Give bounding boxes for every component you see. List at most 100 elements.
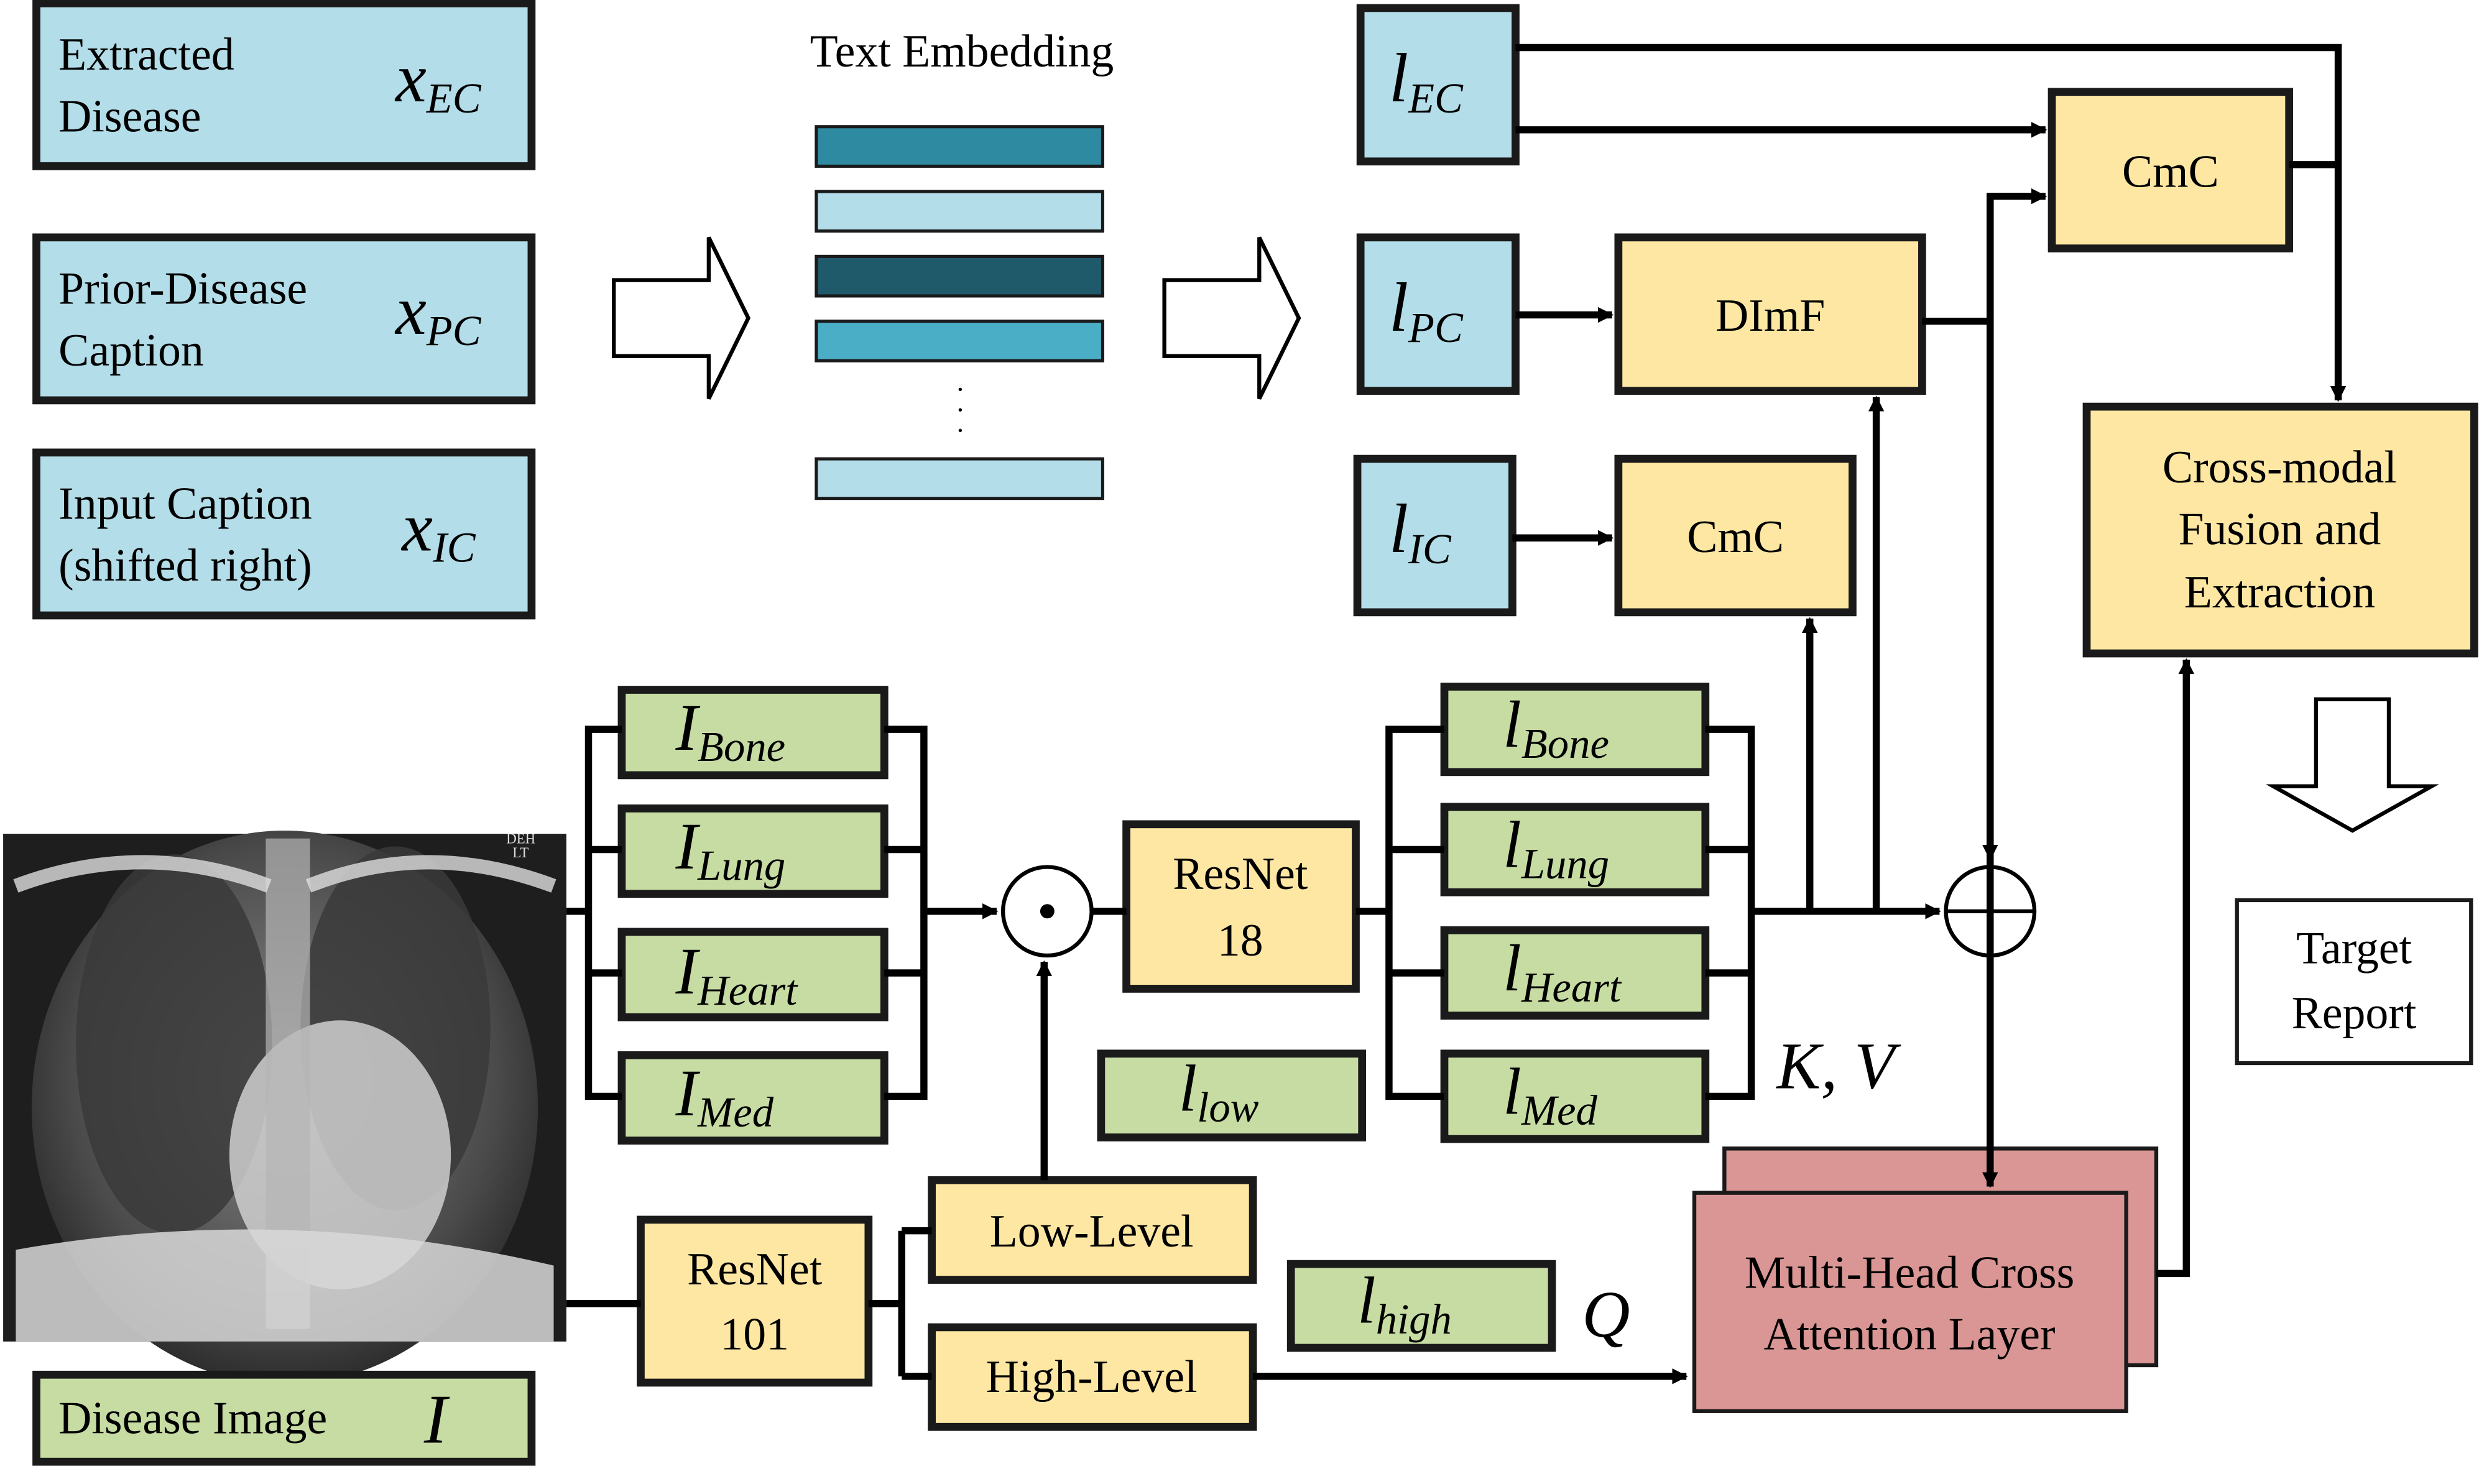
extracted-disease-line2: Disease [58, 90, 201, 141]
cmc-mid-rect [1614, 454, 1857, 617]
embedding-row-2 [815, 190, 1104, 233]
resnet101-rect [637, 1215, 873, 1387]
l-med-symbol: lMed [1503, 1055, 1597, 1134]
l-high-box: lhigh [1286, 1260, 1556, 1352]
low-level-label: Low-Level [990, 1205, 1194, 1256]
input-caption-rect [32, 448, 536, 620]
l-ec-rect [1356, 4, 1520, 166]
l-pc-rect [1356, 233, 1520, 395]
multi-head-attention-block: Multi-Head Cross Attention Layer [1692, 1146, 2159, 1413]
block-arrow-from-embedding [1162, 236, 1301, 400]
l-pc-box: lPC [1356, 233, 1520, 395]
edge-attention-to-cross-modal [2156, 658, 2195, 1278]
attention-line2: Attention Layer [1763, 1309, 2055, 1360]
xray-left-clavicle [13, 855, 272, 893]
prior-disease-line1: Prior-Disease [58, 263, 307, 314]
l-pc-symbol: lPC [1389, 269, 1464, 351]
l-high-symbol: lhigh [1357, 1264, 1452, 1343]
edge-lec-to-cross-modal [1515, 44, 2347, 402]
disease-image-rect [32, 1370, 536, 1466]
cmc-top-label: CmC [2122, 145, 2219, 196]
prior-disease-line2: Caption [58, 325, 204, 376]
region-feature-lung-rect [1440, 803, 1710, 896]
cmc-top-box: CmC [2047, 88, 2294, 253]
embedding-ellipsis-3: · [956, 415, 965, 446]
high-level-label: High-Level [986, 1351, 1198, 1402]
cmc-mid-box: CmC [1614, 454, 1857, 617]
edge-image-region-bracket-right [884, 726, 928, 1100]
cmc-mid-label: CmC [1687, 511, 1784, 562]
xray-right-clavicle [305, 855, 556, 893]
dimf-rect [1614, 233, 1926, 395]
disease-image-box: Disease Image I [32, 1370, 536, 1466]
dimf-label: DImF [1715, 290, 1825, 341]
resnet101-line2: 101 [720, 1309, 789, 1360]
edge-resnet18-bracket [1385, 726, 1444, 1100]
hadamard-dot [1040, 904, 1055, 919]
disease-image-label: Disease Image [58, 1392, 327, 1443]
l-heart-symbol: lHeart [1503, 932, 1622, 1011]
input-caption-box: Input Caption (shifted right) xIC [32, 448, 536, 620]
high-level-rect [928, 1323, 1257, 1431]
resnet18-rect [1122, 820, 1360, 993]
embedding-row-5 [815, 457, 1104, 500]
image-region-lung-box: ILung [617, 804, 889, 898]
l-low-box: llow [1097, 1049, 1367, 1141]
target-report-box: Target Report [2235, 898, 2473, 1066]
extracted-disease-line1: Extracted [58, 29, 234, 80]
resnet101-line1: ResNet [687, 1243, 823, 1294]
embedding-row-3 [815, 254, 1104, 298]
x-pc-symbol: xPC [394, 272, 482, 354]
i-bone-symbol: IBone [675, 691, 785, 770]
l-ic-rect [1353, 454, 1516, 617]
x-ic-symbol: xIC [400, 489, 476, 571]
disease-image-symbol: I [423, 1381, 450, 1459]
connectors [566, 44, 2347, 1385]
image-region-heart-box: IHeart [617, 928, 889, 1021]
low-level-box: Low-Level [928, 1176, 1257, 1284]
xray-corner-text-2: LT [512, 845, 529, 860]
embedding-row-4 [815, 320, 1104, 362]
cross-modal-line1: Cross-modal [2163, 441, 2397, 492]
l-ec-box: lEC [1356, 4, 1520, 166]
x-ec-symbol: xEC [394, 40, 482, 122]
cmc-top-rect [2047, 88, 2294, 253]
embedding-row-1 [815, 125, 1104, 168]
edge-region-bracket-right [1705, 726, 1755, 1100]
input-caption-line2: (shifted right) [58, 540, 312, 591]
l-ic-symbol: lIC [1389, 491, 1452, 573]
prior-disease-rect [32, 233, 536, 405]
resnet18-box: ResNet 18 [1122, 820, 1360, 993]
hadamard-operator [1000, 865, 1094, 958]
l-low-rect [1097, 1049, 1367, 1141]
i-med-symbol: IMed [675, 1057, 773, 1136]
l-low-symbol: llow [1179, 1052, 1259, 1131]
target-report-rect [2235, 898, 2473, 1066]
cross-modal-rect [2082, 402, 2478, 658]
block-arrow-to-embedding [612, 236, 751, 400]
resnet101-box: ResNet 101 [637, 1215, 873, 1387]
xray-diaphragm [16, 1229, 554, 1342]
l-lung-symbol: lLung [1503, 809, 1609, 888]
target-report-line1: Target [2296, 923, 2412, 974]
embedding-ellipsis-1: · [956, 373, 965, 405]
region-feature-heart-box: lHeart [1440, 926, 1710, 1020]
attention-front-layer [1692, 1191, 2128, 1413]
embedding-rows: · · · [815, 125, 1104, 500]
block-arrow-to-report [2266, 697, 2439, 833]
attention-line1: Multi-Head Cross [1745, 1247, 2075, 1297]
xray-left-lung [76, 854, 272, 1234]
resnet18-line1: ResNet [1173, 848, 1308, 899]
cross-modal-fusion-box: Cross-modal Fusion and Extraction [2082, 402, 2478, 658]
l-high-rect [1286, 1260, 1556, 1352]
kv-label: K, V [1775, 1030, 1901, 1104]
i-lung-symbol: ILung [675, 810, 785, 889]
input-caption-line1: Input Caption [58, 478, 312, 529]
image-region-med-box: IMed [617, 1051, 889, 1145]
edge-xray-bracket-left [584, 726, 622, 1100]
text-embedding-title: Text Embedding [810, 25, 1114, 76]
image-region-bone-box: IBone [617, 686, 889, 780]
xray-corner-text-1: DEH [506, 831, 535, 846]
cross-modal-line3: Extraction [2184, 566, 2375, 617]
